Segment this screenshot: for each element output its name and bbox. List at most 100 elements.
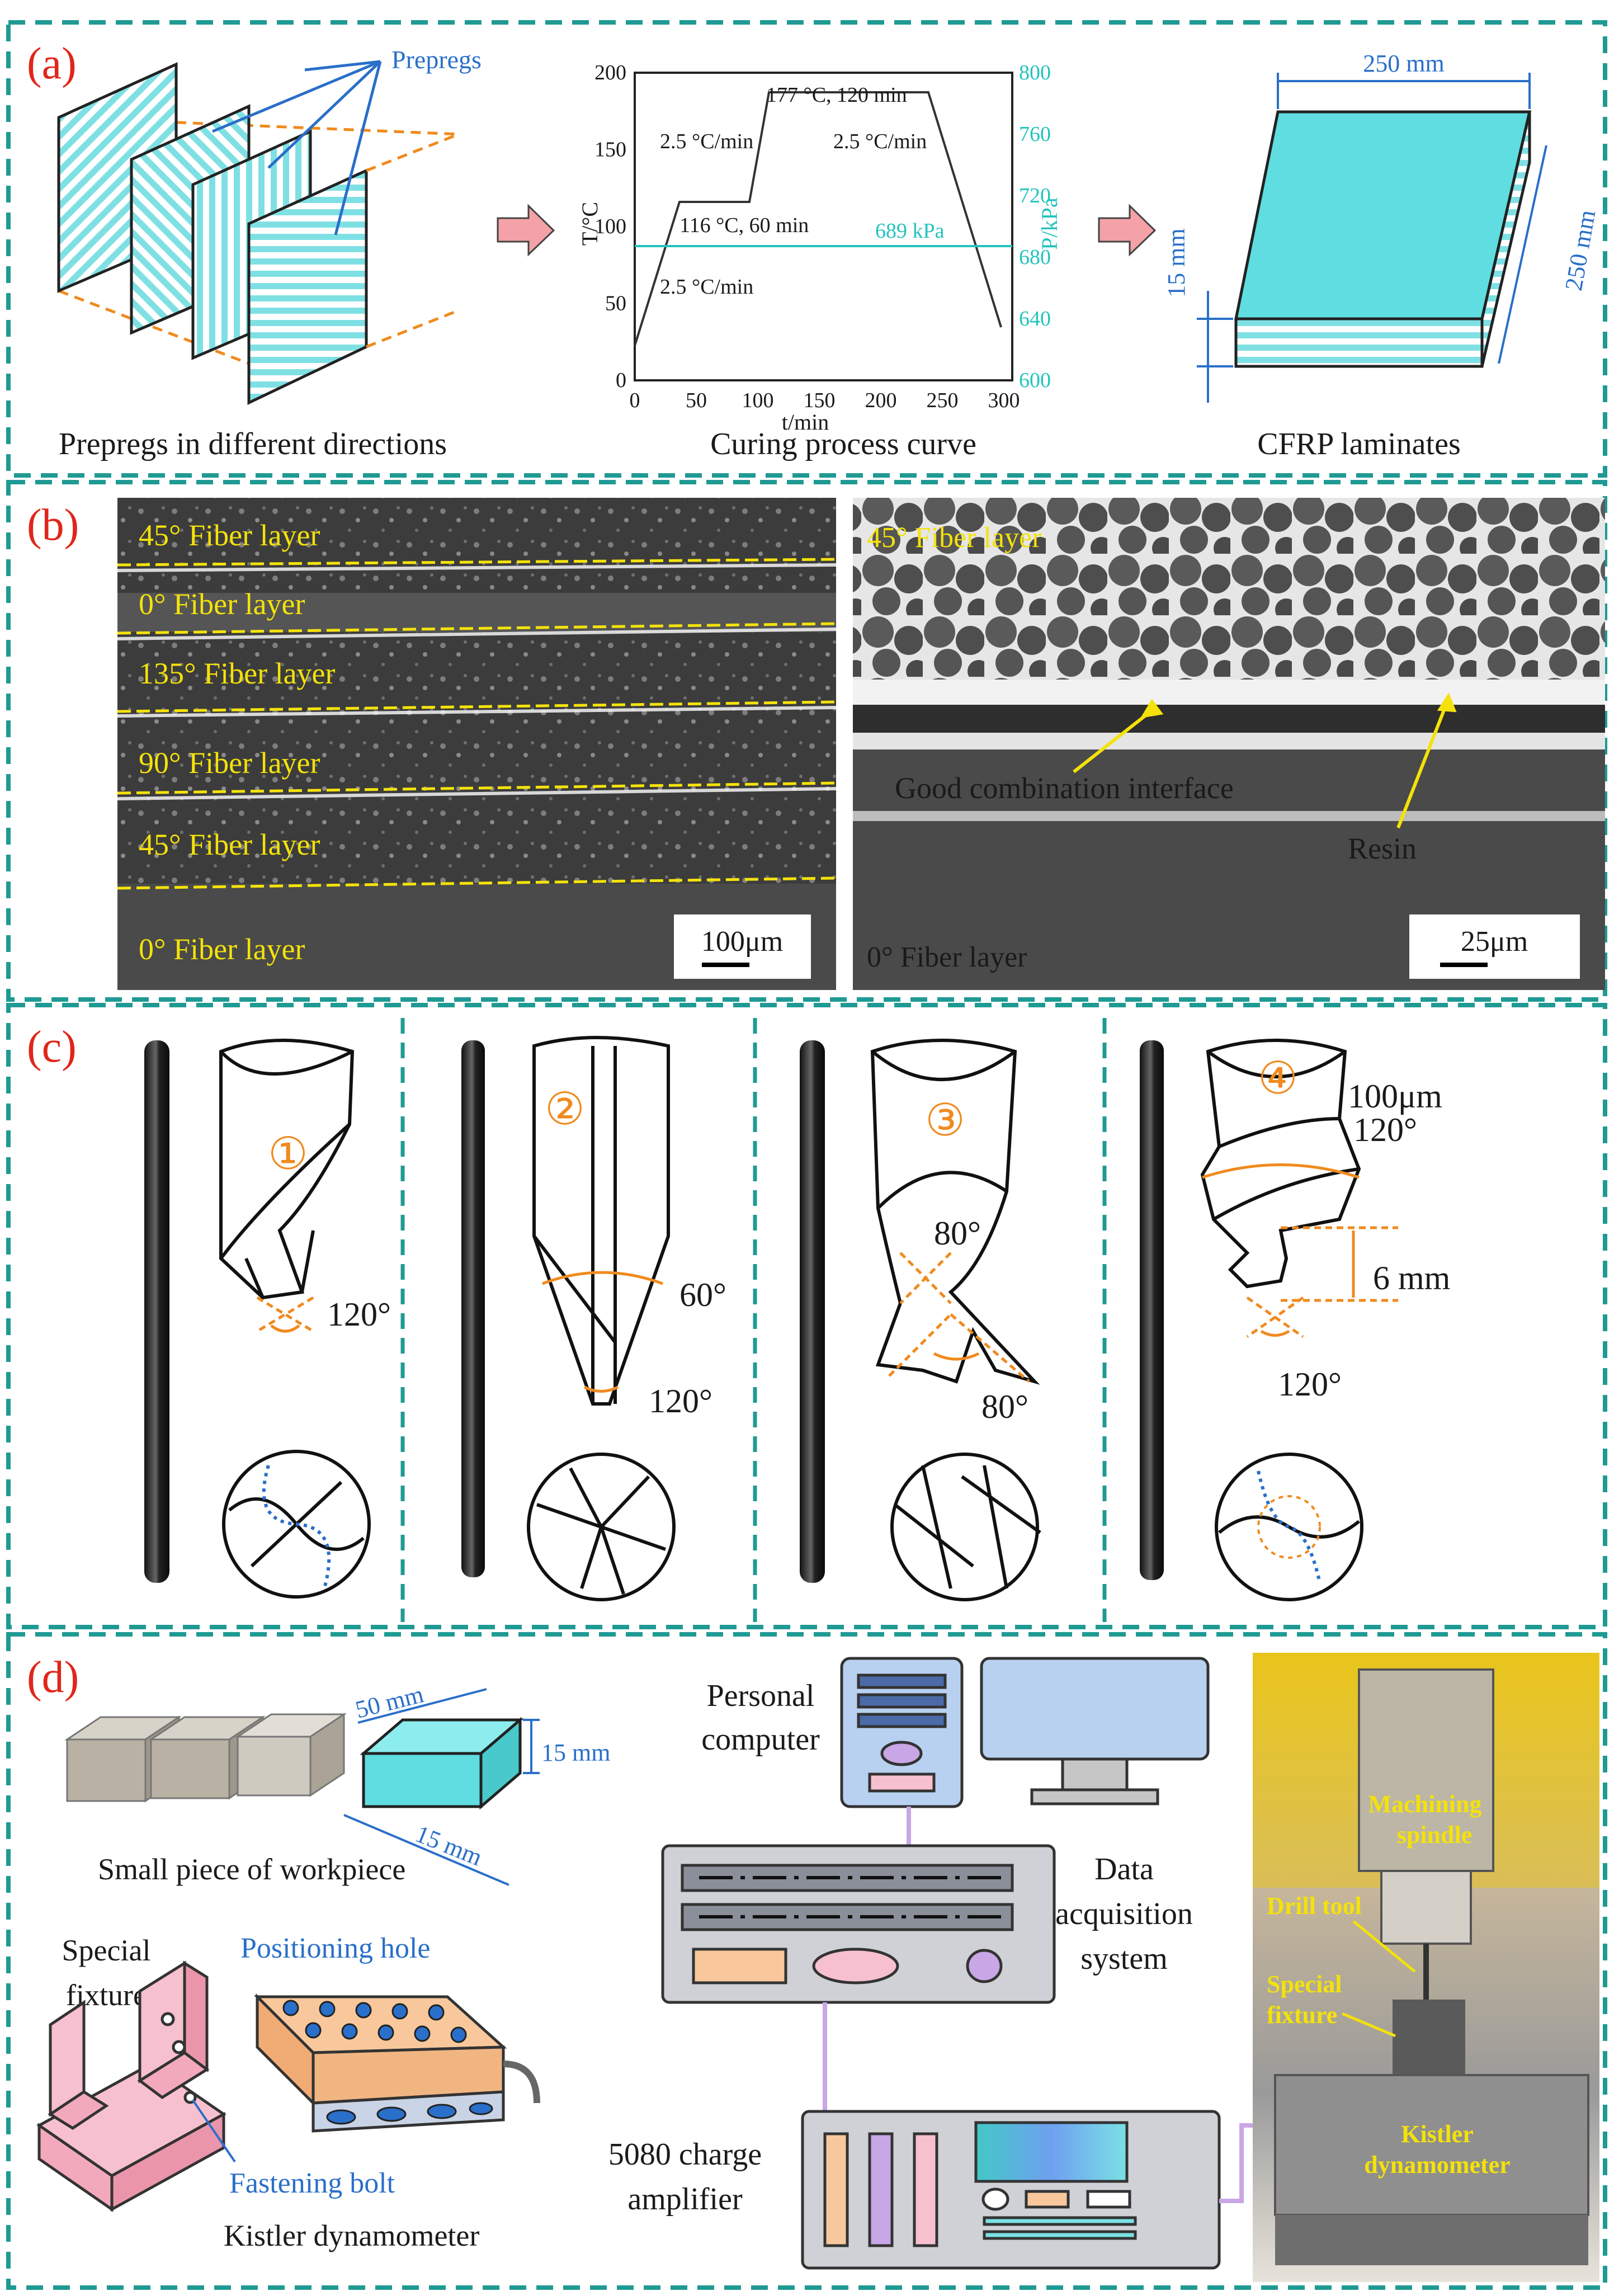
amp-label-line2: amplifier — [627, 2182, 743, 2217]
tool-photo-1 — [144, 1040, 169, 1583]
positioning-hole-8 — [414, 2025, 431, 2042]
sem-left-scale-text: 100μm — [701, 926, 783, 958]
y-left-tick-150: 150 — [594, 138, 626, 162]
ann-rate-up1: 2.5 °C/min — [660, 275, 753, 299]
prepregs-caption: Prepregs in different directions — [59, 427, 447, 461]
photo-spindle-line1: Machining — [1368, 1790, 1482, 1818]
laminate-caption: CFRP laminates — [1257, 427, 1461, 461]
panel-d-label: (d) — [27, 1653, 79, 1702]
positioning-hole-label: Positioning hole — [240, 1932, 430, 1964]
panel-c-frame — [6, 1003, 1607, 1629]
positioning-hole-6 — [341, 2023, 358, 2040]
sem-left-layer-label-5: 0° Fiber layer — [139, 932, 305, 966]
sem-left-layer-labels: 45° Fiber layer 0° Fiber layer 135° Fiber … — [139, 518, 336, 966]
workpiece-sketch — [360, 1717, 524, 1810]
y-right-tick-680: 680 — [1019, 246, 1051, 269]
panel-a-label: (a) — [27, 39, 77, 88]
tool1-sketch — [219, 1039, 371, 1599]
workpiece-dimensions — [343, 1688, 540, 1886]
sem-left-layer-label-4: 45° Fiber layer — [139, 828, 320, 861]
daq-label-line2: acquisition — [1055, 1897, 1193, 1931]
y-right-tick-640: 640 — [1019, 307, 1051, 331]
laminate-width: 250 mm — [1363, 50, 1444, 77]
sem-right-resin-label: Resin — [1348, 832, 1417, 865]
workpiece-caption: Small piece of workpiece — [98, 1852, 405, 1886]
prepreg-pointers — [212, 60, 382, 235]
panel-d-frame — [6, 1632, 1607, 2290]
daq-dashes — [699, 1876, 1001, 1918]
x-tick-150: 150 — [804, 389, 836, 412]
x-tick-250: 250 — [927, 389, 959, 412]
y-left-title: T/°C — [577, 202, 602, 246]
ann-hold1: 116 °C, 60 min — [679, 214, 809, 237]
curing-chart-frame — [634, 72, 1013, 381]
panel-a-frame — [6, 20, 1607, 478]
tool3-angle-top: 80° — [934, 1215, 981, 1252]
y-right-tick-800: 800 — [1019, 61, 1051, 84]
fastening-bolt-label: Fastening bolt — [229, 2167, 395, 2199]
flow-arrow-a2 — [1098, 204, 1157, 257]
tool-photo-3 — [800, 1040, 825, 1583]
sem-left-layer-label-0: 45° Fiber layer — [139, 518, 320, 552]
pc-monitor — [980, 1657, 1210, 1805]
tool-photo-2 — [461, 1040, 485, 1577]
pc-tower — [840, 1657, 964, 1808]
positioning-hole-7 — [377, 2024, 394, 2041]
tool4-angles — [1202, 1163, 1398, 1338]
ann-rate-up2: 2.5 °C/min — [660, 130, 753, 153]
photo-dyn-line2: dynamometer — [1364, 2151, 1511, 2179]
y-right-tick-600: 600 — [1019, 369, 1051, 392]
ann-pressure: 689 kPa — [875, 219, 945, 243]
ann-hold2: 177 °C, 120 min — [766, 83, 907, 107]
tool3-angles — [888, 1252, 1030, 1383]
pc-label-line2: computer — [701, 1722, 820, 1757]
tool4-step-length: 6 mm — [1373, 1260, 1450, 1296]
positioning-hole-0 — [282, 2000, 299, 2016]
tool2-number: ② — [545, 1083, 585, 1135]
workpiece-dim-15h: 15 mm — [541, 1739, 610, 1766]
x-tick-100: 100 — [742, 389, 774, 412]
sem-right-interface-label: Good combination interface — [895, 771, 1234, 805]
tool4-angle-tip: 120° — [1278, 1366, 1342, 1403]
sem-left-layer-label-2: 135° Fiber layer — [139, 657, 336, 690]
kistler-drawing — [253, 1993, 540, 2133]
x-tick-0: 0 — [630, 389, 640, 412]
tool3-sketch — [870, 1039, 1041, 1601]
daq-label-line1: Data — [1094, 1852, 1154, 1887]
tool1-number: ① — [268, 1128, 308, 1180]
photo-drill-label: Drill tool — [1267, 1892, 1362, 1920]
special-fixture-line1: Special — [62, 1934, 151, 1967]
kistler-caption: Kistler dynamometer — [224, 2219, 479, 2252]
setup-photo — [1253, 1653, 1599, 2282]
sem-left-image — [117, 498, 837, 990]
sem-right-scale-text: 25μm — [1461, 926, 1528, 958]
tool-photo-4 — [1140, 1040, 1164, 1580]
tool4-step-size: 100μm — [1348, 1078, 1442, 1115]
sem-right-top-label: 45° Fiber layer — [867, 522, 1041, 554]
flow-arrow-a1 — [497, 204, 555, 257]
positioning-hole-4 — [428, 2004, 445, 2021]
x-tick-50: 50 — [686, 389, 707, 412]
ann-rate-down: 2.5 °C/min — [833, 130, 927, 153]
tool3-angle-bottom: 80° — [981, 1388, 1028, 1425]
y-left-tick-50: 50 — [605, 292, 626, 315]
fastening-bolt-pointer — [192, 2099, 236, 2163]
sem-right-pointers — [1073, 692, 1457, 829]
amp-label-line1: 5080 charge — [608, 2137, 762, 2172]
x-tick-200: 200 — [865, 389, 897, 412]
photo-dyn-line1: Kistler — [1401, 2120, 1474, 2148]
photo-fixture-line2: fixture — [1267, 2001, 1337, 2029]
workpiece-dim-15w: 15 mm — [412, 1820, 486, 1871]
sem-right-image — [853, 498, 1605, 990]
photo-fixture-pointer — [1342, 2012, 1396, 2038]
sem-right-scalebar — [1409, 914, 1580, 979]
y-right-tick-720: 720 — [1019, 184, 1051, 208]
prepregs-label: Prepregs — [391, 45, 482, 74]
charge-amplifier — [801, 2110, 1221, 2270]
tool3-number: ③ — [925, 1094, 965, 1146]
positioning-hole-3 — [391, 2003, 408, 2020]
